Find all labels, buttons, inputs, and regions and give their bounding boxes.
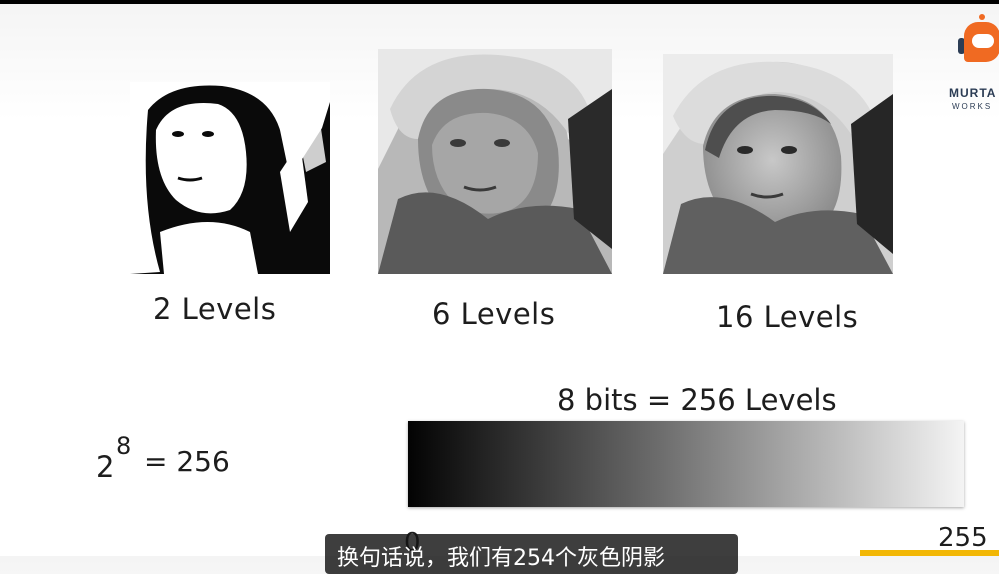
formula-base: 2 bbox=[96, 450, 115, 484]
brand-logo: MURTA WORKS bbox=[949, 10, 999, 111]
robot-face-icon bbox=[972, 34, 994, 48]
logo-text: MURTA bbox=[949, 86, 997, 100]
accent-strip bbox=[860, 550, 999, 556]
antenna-icon bbox=[979, 14, 985, 20]
image-16-levels bbox=[663, 54, 893, 274]
image-6-levels bbox=[378, 49, 612, 274]
label-6-levels: 6 Levels bbox=[432, 297, 556, 331]
gradient-max-label: 255 bbox=[938, 523, 988, 553]
image-2-levels bbox=[130, 82, 330, 274]
formula-exponent: 8 bbox=[116, 432, 132, 460]
bits-caption: 8 bits = 256 Levels bbox=[557, 383, 837, 417]
video-subtitle: 换句话说，我们有254个灰色阴影 bbox=[325, 534, 738, 574]
label-16-levels: 16 Levels bbox=[716, 300, 859, 334]
top-edge bbox=[0, 0, 999, 4]
grayscale-gradient-bar bbox=[408, 421, 964, 507]
logo-subtext: WORKS bbox=[952, 102, 993, 111]
formula-result: = 256 bbox=[144, 445, 230, 478]
subtitle-text: 换句话说，我们有254个灰色阴影 bbox=[337, 546, 665, 571]
headset-icon bbox=[958, 38, 965, 54]
label-2-levels: 2 Levels bbox=[153, 292, 277, 326]
